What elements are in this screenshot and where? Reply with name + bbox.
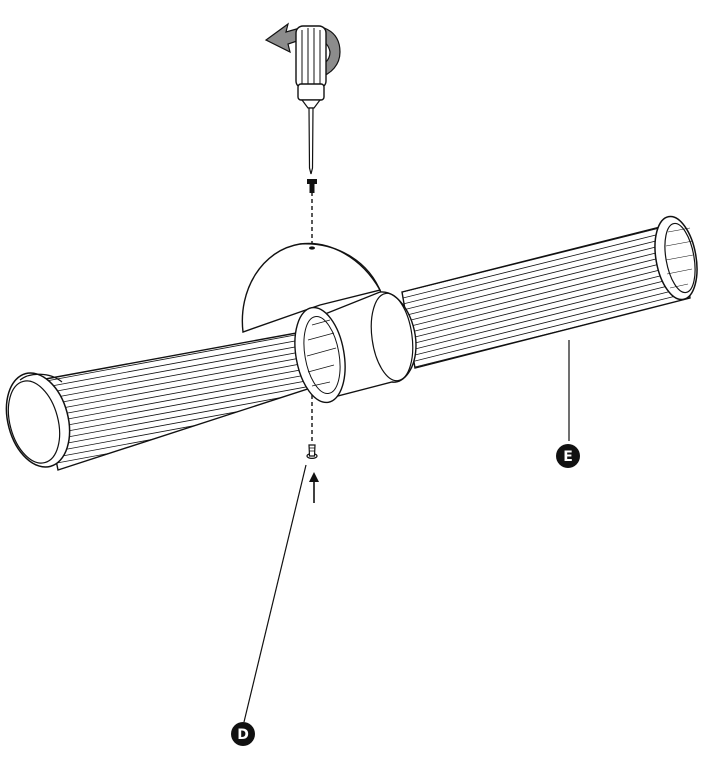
- callout-d-leader-line: [243, 464, 307, 723]
- callout-e-letter: E: [563, 449, 573, 465]
- screw-icon: [307, 179, 317, 193]
- left-end-cap: [5, 372, 71, 468]
- center-sleeve: [294, 291, 417, 404]
- right-tube: [401, 221, 691, 369]
- callout-e: E: [556, 444, 580, 468]
- callout-d: D: [231, 722, 255, 746]
- bottom-screw-icon: [306, 444, 318, 460]
- insert-arrow-icon: [309, 472, 319, 503]
- wall-mount-canopy: [241, 242, 383, 333]
- right-end-cap: [654, 215, 698, 301]
- screwdriver-icon: [295, 25, 327, 175]
- callout-d-letter: D: [237, 727, 249, 743]
